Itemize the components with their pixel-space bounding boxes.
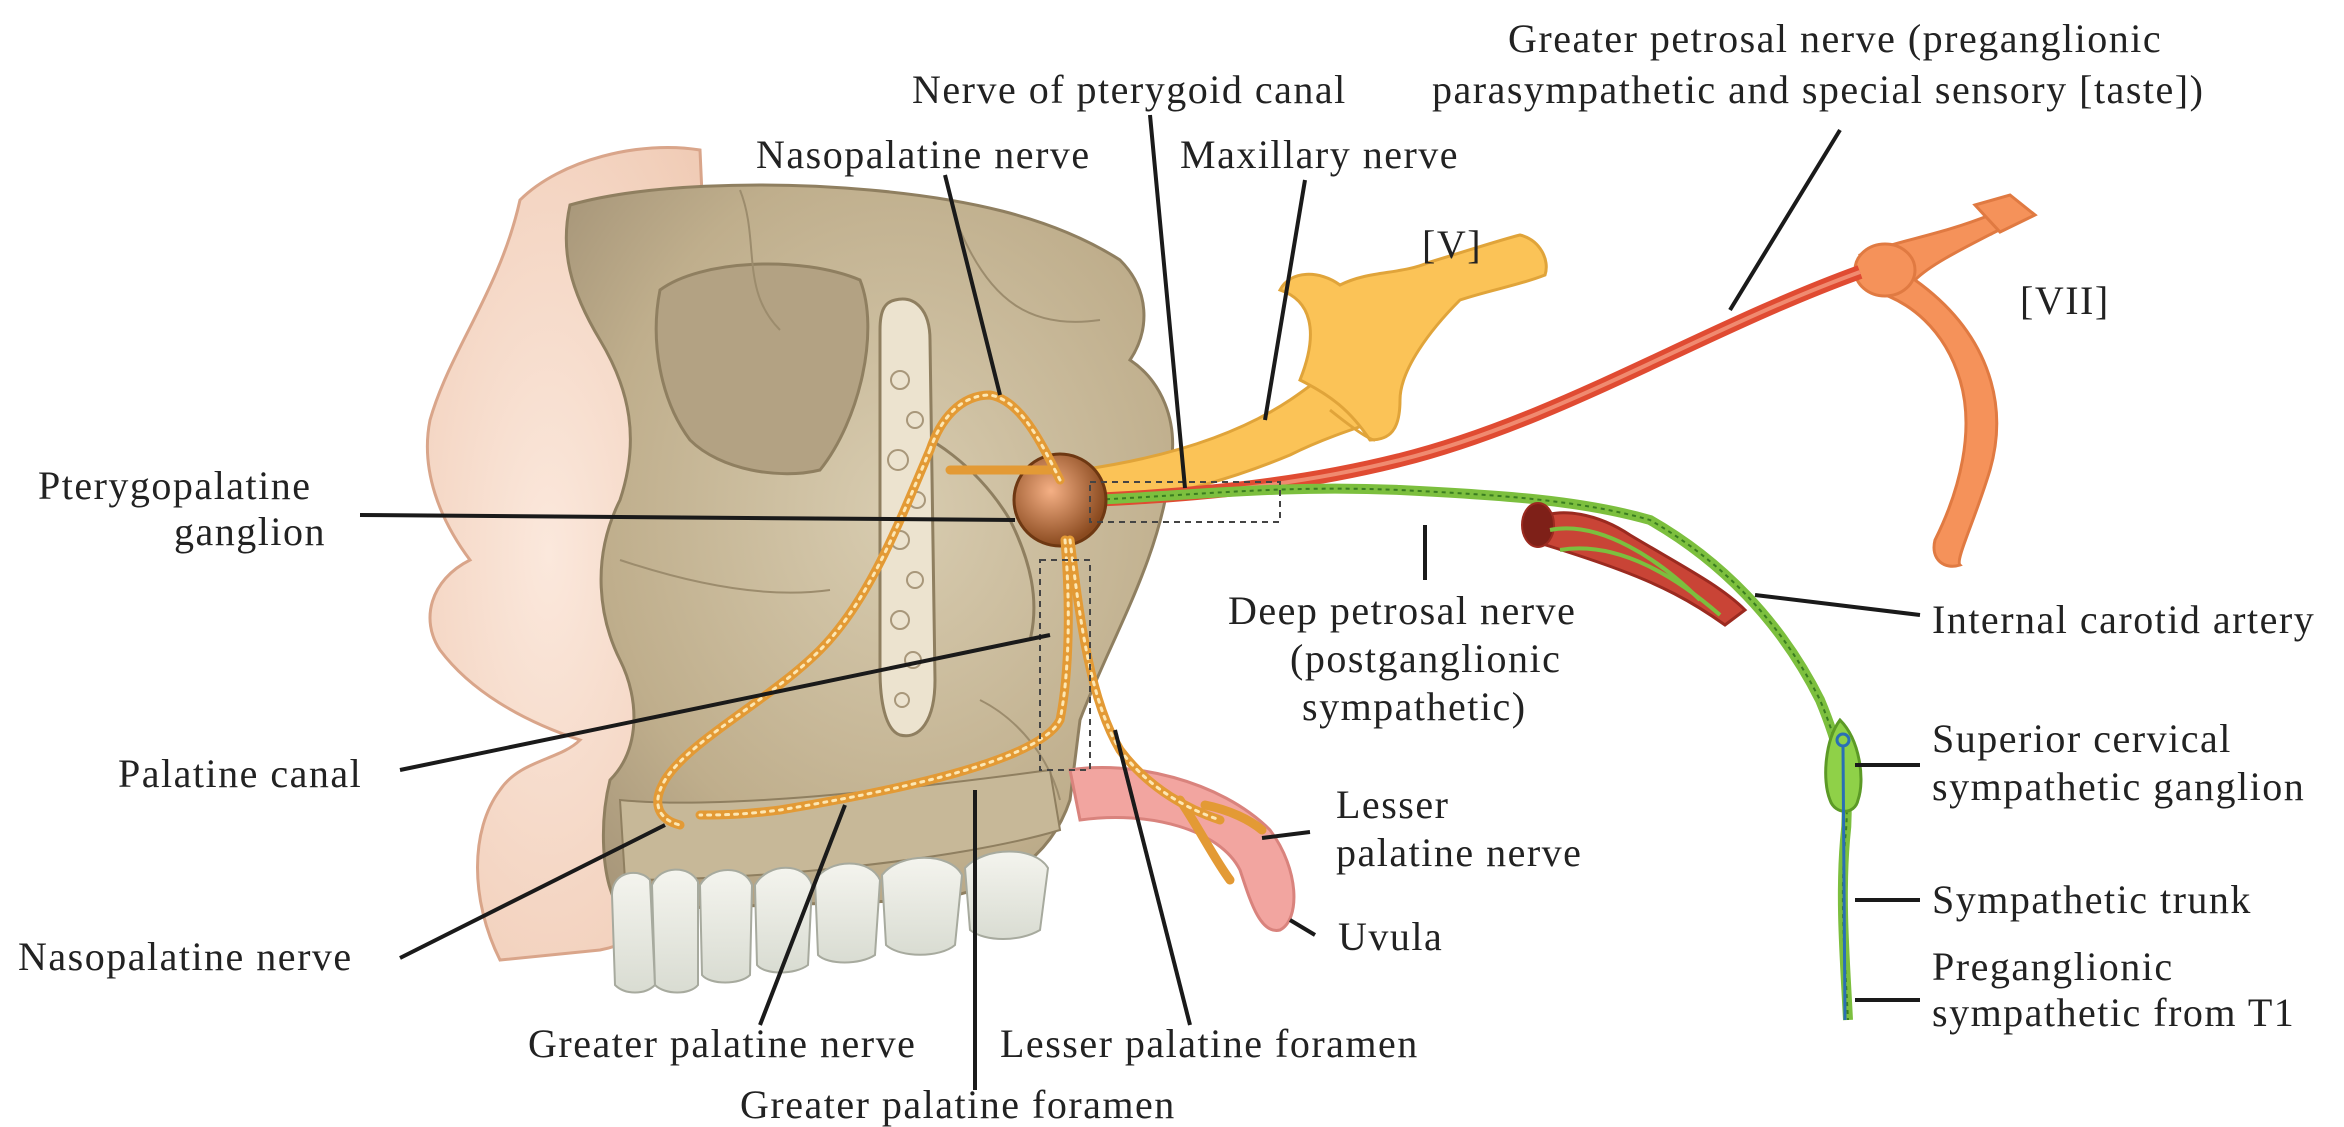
label-internal-carotid: Internal carotid artery bbox=[1932, 597, 2315, 642]
label-cn-vii: [VII] bbox=[2020, 278, 2110, 323]
label-uvula: Uvula bbox=[1338, 914, 1443, 959]
label-superior-cervical-line1: Superior cervical bbox=[1932, 716, 2232, 761]
teeth bbox=[612, 852, 1048, 993]
label-nasopalatine-top: Nasopalatine nerve bbox=[756, 132, 1091, 177]
label-preganglionic-line1: Preganglionic bbox=[1932, 944, 2174, 989]
label-sympathetic-trunk: Sympathetic trunk bbox=[1932, 877, 2252, 922]
label-greater-palatine-foramen: Greater palatine foramen bbox=[740, 1082, 1176, 1127]
label-deep-petrosal-line2: (postganglionic bbox=[1290, 636, 1561, 681]
label-nasopalatine-bottom: Nasopalatine nerve bbox=[18, 934, 353, 979]
label-greater-palatine-nerve: Greater palatine nerve bbox=[528, 1021, 916, 1066]
label-superior-cervical-line2: sympathetic ganglion bbox=[1932, 764, 2305, 809]
labels: Greater petrosal nerve (preganglionic pa… bbox=[18, 16, 2315, 1127]
label-greater-petrosal-line1: Greater petrosal nerve (preganglionic bbox=[1508, 16, 2162, 61]
label-lesser-palatine-foramen: Lesser palatine foramen bbox=[1000, 1021, 1419, 1066]
label-lesser-palatine-nerve-line1: Lesser bbox=[1336, 782, 1449, 827]
deep-petrosal-and-sympathetic-pathway bbox=[1090, 489, 1848, 1020]
trigeminal-maxillary-nerve bbox=[1080, 235, 1546, 505]
label-greater-petrosal-line2: parasympathetic and special sensory [tas… bbox=[1432, 67, 2204, 112]
label-cn-v: [V] bbox=[1422, 222, 1482, 267]
label-palatine-canal: Palatine canal bbox=[118, 751, 362, 796]
soft-palate-uvula bbox=[1070, 768, 1294, 931]
facial-nerve bbox=[1855, 195, 2035, 566]
label-maxillary-nerve: Maxillary nerve bbox=[1180, 132, 1459, 177]
label-deep-petrosal-line1: Deep petrosal nerve bbox=[1228, 588, 1576, 633]
label-preganglionic-line2: sympathetic from T1 bbox=[1932, 990, 2295, 1035]
label-pterygopalatine-line2: ganglion bbox=[174, 509, 326, 554]
label-lesser-palatine-nerve-line2: palatine nerve bbox=[1336, 830, 1582, 875]
label-deep-petrosal-line3: sympathetic) bbox=[1302, 684, 1527, 729]
label-nerve-pterygoid-canal: Nerve of pterygoid canal bbox=[912, 67, 1347, 112]
label-pterygopalatine-line1: Pterygopalatine bbox=[38, 463, 312, 508]
